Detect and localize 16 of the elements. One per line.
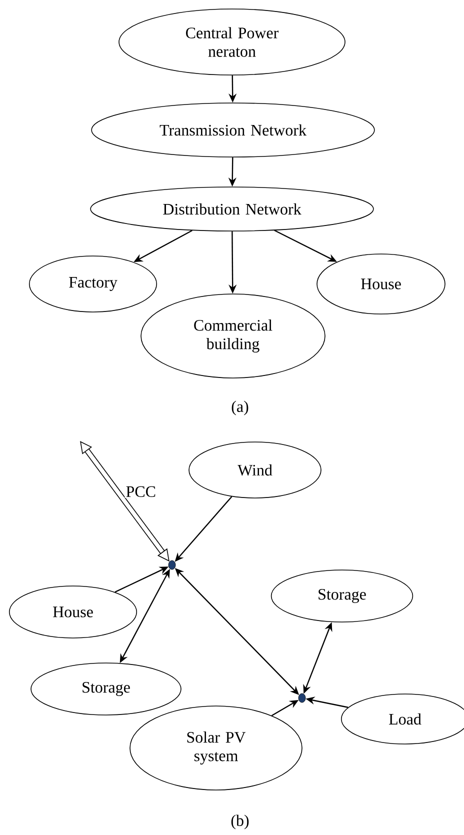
panel-label: (b) — [231, 814, 249, 830]
ellipse-node: Central Power neraton — [118, 8, 346, 76]
ellipse-node: Wind — [188, 442, 322, 498]
ellipse-node: Factory — [28, 256, 158, 312]
ellipse-node: House — [316, 254, 446, 314]
ellipse-node: Storage — [270, 570, 414, 622]
ellipse-node: Distribution Network — [90, 186, 374, 232]
ellipse-node: House — [8, 586, 138, 638]
ellipse-node: Storage — [30, 662, 182, 716]
junction-dot — [168, 560, 176, 570]
ellipse-node: Commercial building — [140, 294, 326, 378]
panel-label: (a) — [232, 400, 248, 416]
ellipse-node: Solar PV system — [130, 706, 302, 790]
ellipse-node: Transmission Network — [91, 102, 375, 158]
edge-label: PCC — [124, 485, 158, 498]
junction-dot — [298, 693, 306, 703]
